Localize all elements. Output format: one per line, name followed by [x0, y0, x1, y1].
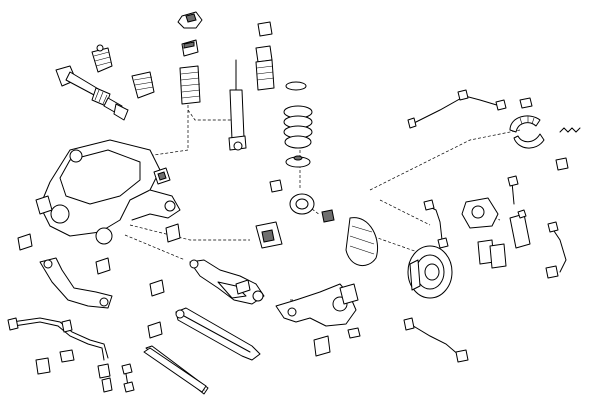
mount-bushing [255, 221, 283, 249]
hub-flange [289, 193, 315, 215]
bushing-small [147, 321, 163, 339]
nut-cap [257, 21, 273, 37]
bolt-small [347, 327, 361, 339]
control-arm [189, 259, 265, 305]
brake-lever [143, 347, 207, 393]
tension-strut [175, 307, 261, 361]
brake-hose [423, 199, 449, 249]
caliper-carrier [509, 209, 531, 249]
bump-stop [179, 65, 201, 105]
top-mount [177, 11, 203, 29]
sensor-pin [507, 175, 519, 205]
brake-disc [407, 245, 453, 299]
brake-caliper [461, 197, 499, 229]
brake-shoes [509, 115, 545, 149]
parking-brake-cable [407, 89, 507, 129]
trailing-arm [39, 257, 113, 309]
brake-pads [477, 239, 507, 269]
wear-sensor [545, 221, 567, 279]
bump-stop-cap [181, 39, 199, 57]
boot [91, 44, 113, 73]
wheel-bearing-boss [339, 283, 359, 305]
bracket [35, 349, 75, 375]
nut [321, 209, 335, 223]
dust-shield [345, 217, 378, 266]
dust-cover [255, 45, 275, 91]
shock-absorber [228, 59, 247, 151]
bushing-left [17, 233, 33, 251]
ball-joint [149, 279, 251, 297]
hex-nut [269, 179, 283, 193]
adjuster-clip [555, 157, 569, 171]
abs-sensor [403, 317, 469, 363]
bushing-mid [95, 257, 111, 275]
subframe [35, 139, 181, 245]
bolt [519, 97, 533, 109]
stabilizer-link [121, 363, 135, 393]
drive-shaft [55, 65, 129, 121]
stabilizer-bar [7, 317, 109, 361]
boot-2 [131, 71, 155, 99]
coil-spring [283, 81, 313, 168]
wheel-carrier [275, 283, 357, 327]
bushing-strut [165, 223, 181, 243]
subframe-bushing [153, 167, 171, 185]
fastener-set [97, 363, 113, 393]
return-spring [559, 127, 581, 133]
bushing-hub [313, 335, 331, 357]
